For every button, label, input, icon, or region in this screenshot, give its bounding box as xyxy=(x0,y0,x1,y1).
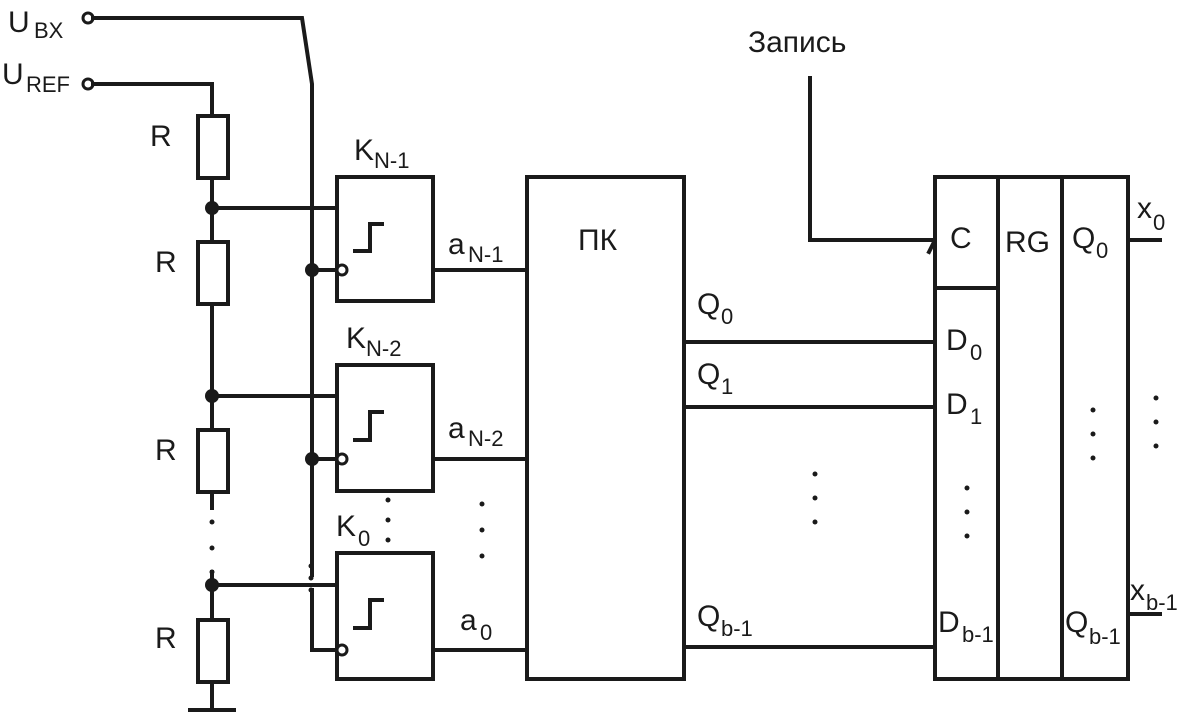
comparator-box xyxy=(335,363,435,493)
u-ref-terminal: U REF xyxy=(2,58,95,97)
comparator-box xyxy=(335,175,435,303)
junction-node xyxy=(205,389,219,403)
output-line-label: x xyxy=(1130,574,1145,607)
write-label: Запись xyxy=(748,26,846,59)
u-ref-label: U xyxy=(2,58,24,91)
encoder-label: ПК xyxy=(578,224,618,257)
encoder-box xyxy=(525,175,686,681)
data-input-subscript: 1 xyxy=(970,404,982,429)
junction-node xyxy=(305,263,319,277)
resistor-label: R xyxy=(155,622,177,655)
resistor xyxy=(196,240,230,306)
junction-node xyxy=(305,452,319,466)
register-output-label: Q xyxy=(1072,222,1095,255)
inverting-input-bubble xyxy=(335,643,349,657)
threshold-symbol-icon xyxy=(353,410,384,442)
comparator-label: K xyxy=(346,322,366,355)
comparator-subscript: 0 xyxy=(358,526,370,551)
register-output-label: Q xyxy=(1065,606,1088,639)
comparator-kn1: K N-1 a N-1 xyxy=(335,134,529,303)
register: C RG Q 0 D 0 D 1 D b-1 Q b-1 xyxy=(933,175,1130,681)
clock-label: C xyxy=(950,222,972,255)
encoder-output-label: Q xyxy=(697,288,720,321)
register-output-dots xyxy=(1090,407,1096,461)
u-bx-label: U xyxy=(8,6,30,39)
output-subscript: N-1 xyxy=(468,242,503,267)
output-line-subscript: 0 xyxy=(1153,210,1165,235)
encoder-output-subscript: b-1 xyxy=(721,616,753,641)
output-line-subscript: b-1 xyxy=(1146,590,1178,615)
comparator-box xyxy=(335,551,435,681)
junction-node xyxy=(205,578,219,592)
output-line-dots xyxy=(1153,395,1159,449)
ladder-dots xyxy=(209,519,215,575)
encoder-output-label: Q xyxy=(697,358,720,391)
encoder-output-dots xyxy=(812,471,818,525)
resistor xyxy=(196,618,230,684)
resistor xyxy=(196,114,230,180)
junction-node xyxy=(205,201,219,215)
encoder-output-subscript: 1 xyxy=(721,374,733,399)
comparator-dots xyxy=(385,497,391,543)
encoder-output-subscript: 0 xyxy=(721,304,733,329)
resistor-label: R xyxy=(150,120,172,153)
comparator-subscript: N-2 xyxy=(366,336,401,361)
output-label: a xyxy=(448,228,465,261)
resistor-label: R xyxy=(155,246,177,279)
u-bx-terminal: U BX xyxy=(8,6,95,43)
comparator-label: K xyxy=(336,510,356,543)
comparator-kn2: K N-2 a N-2 xyxy=(335,322,529,493)
output-subscript: 0 xyxy=(480,620,492,645)
comparator-subscript: N-1 xyxy=(374,148,409,173)
data-input-label: D xyxy=(946,388,968,421)
data-input-dots xyxy=(964,485,970,539)
u-bx-subscript: BX xyxy=(34,18,64,43)
output-dots xyxy=(479,501,485,559)
resistor xyxy=(196,428,230,494)
threshold-symbol-icon xyxy=(353,598,384,630)
register-box xyxy=(933,175,1130,681)
data-input-label: D xyxy=(938,606,960,639)
u-bx-bus-wire xyxy=(91,16,314,577)
comparator-label: K xyxy=(354,134,374,167)
u-bx-bus-dots xyxy=(308,563,314,593)
data-input-subscript: b-1 xyxy=(962,622,994,647)
output-line-label: x xyxy=(1137,192,1152,225)
encoder-output-label: Q xyxy=(697,600,720,633)
inverting-input-bubble xyxy=(335,263,349,277)
write-wire xyxy=(808,76,937,242)
data-input-label: D xyxy=(946,324,968,357)
register-type-label: RG xyxy=(1005,226,1050,259)
register-output-subscript: 0 xyxy=(1096,238,1108,263)
threshold-symbol-icon xyxy=(353,222,384,253)
output-subscript: N-2 xyxy=(468,426,503,451)
u-ref-subscript: REF xyxy=(26,72,70,97)
register-output-subscript: b-1 xyxy=(1089,624,1121,649)
output-label: a xyxy=(448,412,465,445)
output-label: a xyxy=(460,604,477,637)
resistor-label: R xyxy=(155,434,177,467)
priority-encoder: ПК xyxy=(525,175,686,681)
inverting-input-bubble xyxy=(335,452,349,466)
u-bx-bus-wire-bottom xyxy=(310,588,339,652)
comparator-k0: K 0 a 0 xyxy=(335,510,529,681)
data-input-subscript: 0 xyxy=(970,340,982,365)
u-ref-wire xyxy=(91,82,214,118)
